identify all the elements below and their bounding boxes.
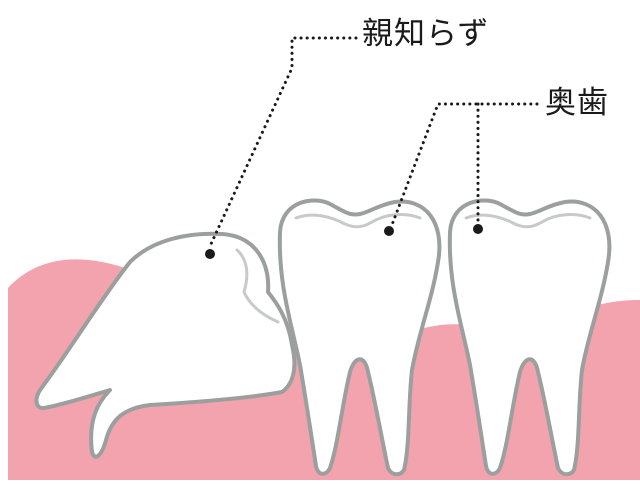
molar-label: 奥歯 [545, 85, 609, 121]
molar-left-cusp-line [294, 213, 422, 229]
wisdom-tooth-label: 親知らず [362, 16, 490, 52]
molar-right-cusp-line [464, 213, 592, 229]
molar-right-leader-dot [473, 224, 483, 234]
wisdom-tooth-body [34, 231, 297, 459]
molar-leader-line [388, 102, 539, 232]
wisdom-tooth [34, 231, 297, 459]
wisdom-tooth-crown-groove [235, 248, 280, 324]
wisdom-tooth-leader-dot [205, 249, 215, 259]
molar-right-body [447, 198, 612, 477]
molar-left-leader-dot [384, 226, 394, 236]
leader-lines [205, 36, 539, 259]
molar-left [277, 198, 442, 477]
molar-left-body [277, 198, 442, 477]
molar-right [447, 198, 612, 477]
wisdom-tooth-leader-line [209, 36, 358, 246]
